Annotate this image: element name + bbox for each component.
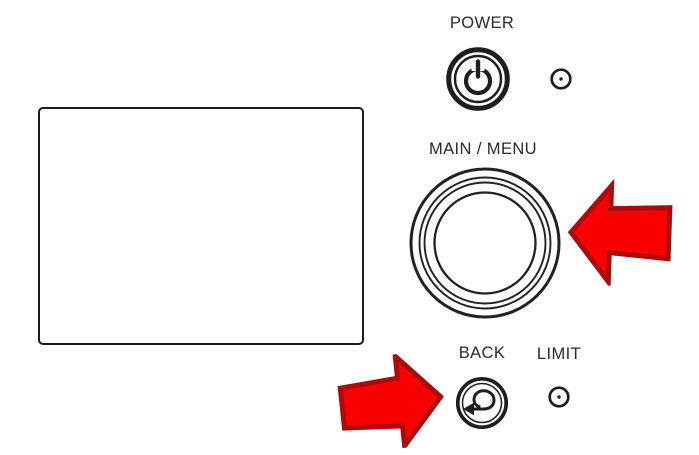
led-dot	[559, 77, 563, 81]
return-arrow-icon	[463, 389, 496, 416]
back-button-inner-ring	[461, 382, 503, 424]
back-button-outer-ring	[455, 376, 509, 430]
back-label: BACK	[458, 344, 506, 362]
knob-ring-3	[423, 181, 547, 305]
limit-led-indicator	[548, 386, 570, 408]
knob-inner-ring	[433, 191, 537, 295]
callout-arrow-main-menu	[567, 178, 673, 288]
power-label: POWER	[449, 14, 515, 32]
display-screen	[38, 107, 364, 345]
led-dot	[557, 395, 561, 399]
red-arrow-right-shape	[337, 350, 445, 453]
knob-ring-2	[418, 176, 552, 310]
power-icon	[463, 59, 493, 96]
power-button-outer-ring	[446, 47, 510, 111]
red-arrow-left-shape	[567, 178, 673, 288]
back-button	[455, 376, 509, 430]
limit-label: LIMIT	[536, 345, 582, 363]
main-menu-label: MAIN / MENU	[429, 140, 537, 158]
power-button	[446, 47, 510, 111]
main-menu-knob	[409, 167, 561, 319]
power-button-inner-ring	[453, 54, 503, 104]
knob-outer-ring	[409, 167, 561, 319]
power-led-indicator	[550, 68, 572, 90]
callout-arrow-back	[337, 350, 445, 453]
